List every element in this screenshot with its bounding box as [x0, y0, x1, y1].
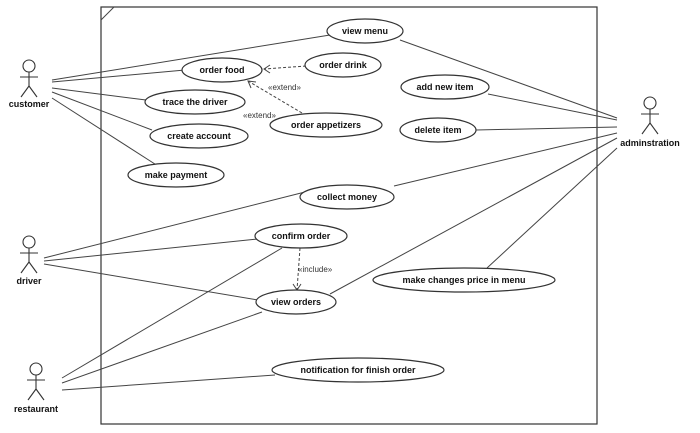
use-case-view-orders[interactable]: view orders	[255, 289, 337, 315]
use-case-trace-driver[interactable]: trace the driver	[144, 89, 246, 115]
dependency-lines	[247, 64, 307, 291]
assoc-admin-delete-item	[475, 126, 618, 131]
use-case-make-payment[interactable]: make payment	[127, 162, 225, 188]
use-case-order-food[interactable]: order food	[181, 57, 263, 83]
boundary-corner-mark	[100, 6, 115, 21]
extend-appetizers-arrowhead	[247, 80, 257, 89]
use-case-label: collect money	[317, 192, 377, 202]
actor-label: restaurant	[14, 404, 58, 414]
assoc-admin-add-item	[487, 93, 618, 121]
use-case-label: delete item	[414, 125, 461, 135]
use-case-notification-finish-order[interactable]: notification for finish order	[271, 357, 445, 383]
use-case-label: view menu	[342, 26, 388, 36]
extend-drink-line	[263, 65, 307, 70]
assoc-restaurant-confirm-order	[61, 247, 283, 379]
assoc-restaurant-view-orders	[61, 311, 263, 384]
assoc-customer-create-account	[51, 91, 153, 131]
assoc-admin-collect-money	[393, 132, 618, 187]
actor-label: adminstration	[620, 138, 680, 148]
use-case-label: trace the driver	[162, 97, 228, 107]
system-boundary	[100, 6, 598, 425]
use-case-label: order appetizers	[291, 120, 361, 130]
assoc-customer-view-menu	[51, 34, 331, 81]
stick-figure-icon	[20, 59, 38, 98]
extend-label-drink: «extend»	[268, 83, 301, 92]
assoc-driver-collect-money	[43, 191, 306, 259]
assoc-customer-trace-driver	[51, 87, 147, 101]
actor-customer[interactable]: customer	[9, 59, 50, 109]
use-case-label: order drink	[319, 60, 368, 70]
assoc-customer-make-payment	[51, 97, 159, 167]
use-case-label: make payment	[145, 170, 208, 180]
stick-figure-icon	[641, 96, 659, 135]
association-lines	[43, 34, 618, 391]
include-label-view-orders: «include»	[298, 265, 333, 274]
use-case-order-appetizers[interactable]: order appetizers	[269, 112, 383, 138]
use-case-label: order food	[200, 65, 245, 75]
use-case-order-drink[interactable]: order drink	[304, 52, 382, 78]
actor-label: driver	[16, 276, 42, 286]
actor-driver[interactable]: driver	[16, 235, 42, 286]
stick-figure-icon	[20, 235, 38, 274]
use-case-label: make changes price in menu	[402, 275, 525, 285]
assoc-customer-order-food	[51, 69, 186, 83]
actor-restaurant[interactable]: restaurant	[14, 362, 58, 414]
use-case-label: confirm order	[272, 231, 331, 241]
actor-label: customer	[9, 99, 50, 109]
assoc-restaurant-notification	[61, 374, 276, 391]
stick-figure-icon	[27, 362, 45, 401]
assoc-admin-view-orders	[329, 137, 618, 295]
assoc-admin-change-price	[486, 147, 618, 269]
use-case-collect-money[interactable]: collect money	[299, 184, 395, 210]
extend-appetizers-line	[247, 80, 303, 114]
actor-administration[interactable]: adminstration	[620, 96, 680, 148]
use-case-confirm-order[interactable]: confirm order	[254, 223, 348, 249]
use-case-add-new-item[interactable]: add new item	[400, 74, 490, 100]
use-case-label: add new item	[416, 82, 473, 92]
use-case-create-account[interactable]: create account	[149, 123, 249, 149]
assoc-driver-confirm-order	[43, 238, 259, 262]
assoc-driver-view-orders	[43, 263, 259, 301]
use-case-view-menu[interactable]: view menu	[326, 18, 404, 44]
use-case-label: view orders	[271, 297, 321, 307]
use-case-delete-item[interactable]: delete item	[399, 117, 477, 143]
use-case-label: notification for finish order	[301, 365, 416, 375]
use-case-label: create account	[167, 131, 231, 141]
extend-label-appetizers: «extend»	[243, 111, 276, 120]
extend-drink-arrowhead	[263, 64, 271, 74]
use-case-make-changes-price[interactable]: make changes price in menu	[372, 267, 556, 293]
include-view-orders-line	[296, 247, 301, 291]
assoc-admin-view-menu	[399, 39, 618, 119]
